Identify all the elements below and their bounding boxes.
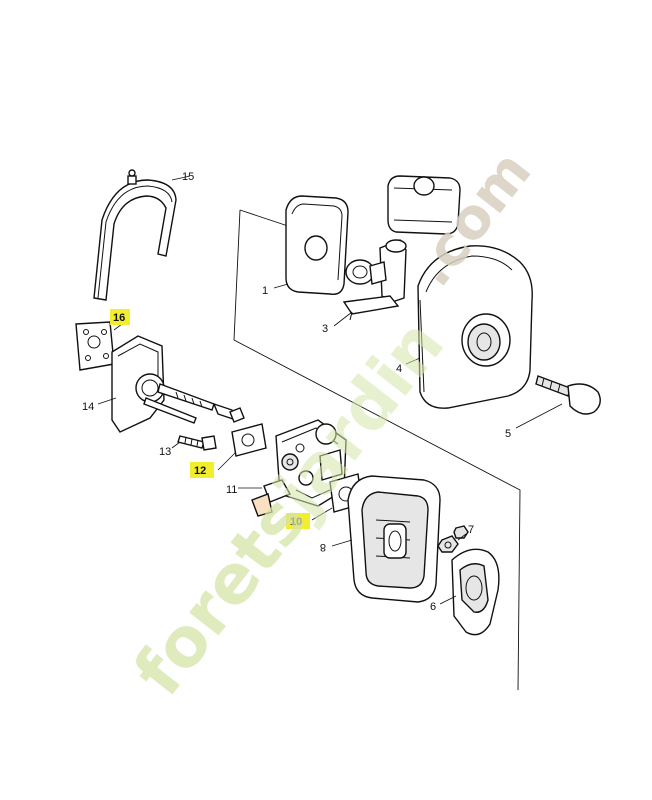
highlight-boxes	[110, 309, 310, 529]
label-1[interactable]: 1	[262, 285, 268, 297]
label-7[interactable]: 7	[468, 524, 474, 536]
highlight-16	[110, 309, 130, 325]
part-16-gasket[interactable]	[75, 321, 115, 371]
label-15[interactable]: 15	[182, 171, 194, 183]
part-7-nut[interactable]	[437, 525, 469, 553]
part-8-base-plate[interactable]	[347, 475, 441, 603]
leader-lines	[97, 175, 563, 605]
part-3-holder[interactable]	[342, 239, 407, 321]
label-13[interactable]: 13	[159, 446, 171, 458]
label-4[interactable]: 4	[396, 363, 402, 375]
part-14-flange[interactable]	[111, 335, 215, 433]
label-14[interactable]: 14	[82, 401, 94, 413]
highlight-10	[286, 513, 310, 529]
filter-element-upper[interactable]	[387, 175, 461, 235]
part-4-filter-cover[interactable]	[417, 245, 533, 409]
label-11[interactable]: 11	[226, 484, 237, 496]
label-5[interactable]: 5	[505, 428, 511, 440]
part-1-filter-element[interactable]	[285, 195, 349, 295]
label-12[interactable]: 12	[194, 465, 206, 477]
part-15-bracket[interactable]	[93, 169, 177, 301]
part-6-choke-cover[interactable]	[451, 548, 500, 636]
label-16[interactable]: 16	[113, 312, 125, 324]
label-3[interactable]: 3	[322, 323, 328, 335]
part-labels: 1 3 4 5 6 7 8 10 11 12 13 14 15 16	[82, 171, 511, 613]
label-10[interactable]: 10	[290, 516, 302, 528]
part-13-screw[interactable]	[177, 435, 217, 451]
highlight-12	[190, 462, 214, 478]
part-5-knob[interactable]	[535, 375, 601, 415]
screw-upper[interactable]	[212, 402, 245, 423]
label-8[interactable]: 8	[320, 541, 326, 553]
part-12-gasket[interactable]	[231, 423, 267, 457]
label-6[interactable]: 6	[430, 601, 436, 613]
